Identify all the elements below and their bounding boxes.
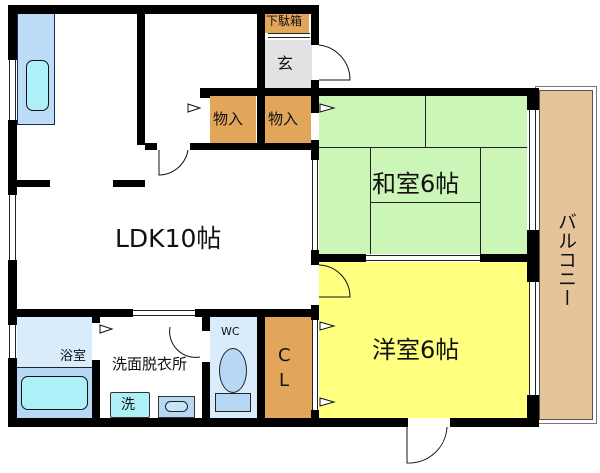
bathtub: [21, 376, 88, 410]
wall: [311, 410, 319, 427]
sliding-door: [133, 310, 195, 316]
youshitsu-label: 洋室6帖: [372, 336, 460, 364]
washitsu-floor: [319, 96, 527, 254]
tatami-line: [319, 147, 527, 148]
wall: [200, 88, 210, 98]
toilet-tank: [215, 393, 251, 412]
wall: [145, 143, 157, 150]
wall: [257, 88, 265, 146]
wall: [527, 395, 539, 427]
window: [529, 282, 536, 395]
wash-basin: [165, 401, 188, 412]
shoe-box: [265, 13, 309, 33]
wall: [8, 5, 318, 14]
toilet-bowl: [219, 348, 247, 393]
wall: [113, 180, 145, 187]
wall: [137, 5, 145, 145]
wall: [311, 5, 319, 45]
tatami-line: [370, 147, 371, 254]
window: [529, 110, 536, 230]
window: [9, 195, 16, 260]
washing-machine: [110, 392, 150, 418]
wall: [190, 143, 319, 150]
tatami-line: [480, 147, 481, 254]
wall: [311, 254, 366, 262]
wall: [450, 418, 539, 427]
sliding-door: [312, 160, 318, 250]
ldk-label: LDK10帖: [115, 224, 222, 253]
wall: [311, 140, 319, 160]
balcony-label: バルコニー: [555, 212, 577, 307]
storage-2-label: 物入: [268, 110, 299, 128]
shoe-box-label: 下駄箱: [266, 14, 303, 28]
closet-label-c: C: [278, 345, 291, 366]
genkan-floor: [260, 40, 312, 88]
wall: [17, 180, 50, 187]
storage-1-floor: [210, 96, 256, 143]
sliding-door: [366, 255, 480, 261]
window: [9, 325, 16, 358]
washitsu-label: 和室6帖: [372, 170, 460, 198]
wall: [8, 309, 133, 317]
wall: [480, 254, 539, 262]
wall: [92, 309, 100, 323]
wall: [202, 362, 210, 420]
wall: [311, 88, 319, 113]
kitchen-sink: [26, 60, 49, 111]
storage-2-floor: [265, 96, 311, 143]
toilet-label: WC: [221, 325, 240, 338]
wall: [200, 88, 539, 96]
wall: [202, 309, 210, 331]
wall: [92, 360, 100, 420]
shoe-box-shelf: [268, 33, 310, 38]
window: [9, 60, 16, 120]
closet-floor: [265, 316, 312, 418]
tatami-line: [425, 96, 426, 147]
sliding-door: [312, 320, 318, 410]
wall: [257, 309, 265, 420]
wall: [8, 418, 408, 427]
closet-label-l: L: [279, 370, 290, 391]
wall: [257, 5, 265, 96]
balcony-floor: [539, 90, 593, 420]
washer-label: 洗: [121, 397, 135, 413]
genkan-label: 玄: [277, 54, 294, 73]
youshitsu-floor: [319, 262, 530, 418]
wall: [8, 260, 17, 325]
tatami-line: [370, 202, 481, 203]
washroom-label: 洗面脱衣所: [112, 355, 188, 373]
wall: [8, 5, 17, 60]
bathroom-label: 浴室: [60, 349, 87, 364]
wall: [8, 120, 17, 195]
wall: [8, 358, 17, 426]
storage-1-label: 物入: [213, 110, 244, 128]
